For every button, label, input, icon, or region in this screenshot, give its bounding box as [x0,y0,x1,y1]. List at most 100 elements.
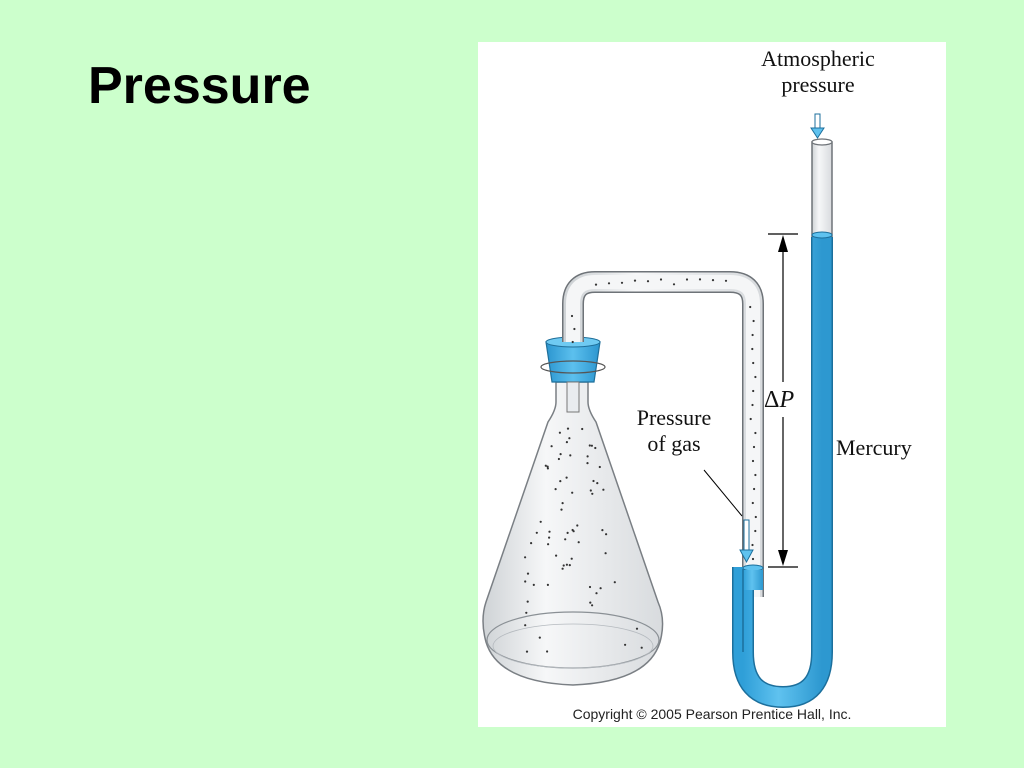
gas-dot [602,488,605,491]
gas-dot [586,455,589,458]
gas-dot [588,585,592,589]
gas-dot [613,581,616,584]
gas-dot [526,600,529,603]
gas-dot [581,427,584,431]
gas-dot [586,462,589,465]
flask-gas-dots [524,427,643,653]
gas-dot [607,282,611,285]
gas-dot [548,536,551,539]
gas-dot [592,479,595,483]
gas-dot [752,389,755,393]
gas-dot [672,283,676,286]
gas-dot [546,583,549,587]
gas-dot [530,542,533,545]
gas-dot [596,482,599,485]
gas-dot [564,538,567,541]
gas-dot [589,489,592,492]
gas-dot [525,650,529,653]
gas-dot [570,314,574,318]
gas-dot [532,583,535,587]
gas-dot [685,278,689,281]
gas-dot [754,515,757,519]
gas-dot [711,279,715,282]
gas-dot [571,491,574,494]
gas-dot [754,473,757,477]
slide-title: Pressure [88,57,311,115]
gas-dot [561,567,564,570]
gas-dot [659,278,663,281]
gas-dot [594,446,597,450]
delta-p-dimension [768,233,798,568]
gas-dot [565,476,568,479]
gas-dot [568,564,571,567]
gas-dot [524,556,527,559]
gas-dot [546,650,549,653]
gas-dot [538,636,541,639]
gas-dot [560,508,563,511]
gas-dot [724,279,728,282]
gas-dot [535,531,538,534]
gas-dot [524,580,527,583]
gas-dot [588,444,591,447]
gas-dot [559,480,562,483]
atmospheric-label-line2: pressure [781,72,854,97]
gas-dot [562,564,565,567]
gas-dot [576,524,579,527]
gas-dot [550,445,553,448]
gas-dot [565,441,568,444]
gas-dot [526,572,530,575]
gas-dot [546,467,549,470]
gas-dot [539,520,542,523]
gas-dot [525,611,528,614]
gas-dot [752,361,755,365]
gas-dot [751,347,754,351]
gas-dot [566,531,569,534]
gas-dot [569,454,572,457]
gas-dot [570,557,573,560]
gas-dot [554,488,557,491]
gas-dot [640,646,643,649]
gas-dot [751,333,754,337]
gas-dot [571,340,574,344]
gas-dot [754,431,757,435]
gas-dot [749,305,752,309]
delta-p-label: ΔP [764,387,794,413]
gas-dot [605,533,608,536]
gas-dot [561,502,564,505]
rubber-stopper [540,336,606,413]
gas-dot [754,375,757,379]
atmospheric-arrow-icon [810,113,825,139]
gas-dot [558,431,561,434]
gas-dot [698,278,702,281]
manometer-diagram: Atmospheric pressure Pressure of gas ΔP … [482,46,912,722]
pressure-gas-leader-line [703,469,743,517]
gas-dot [646,280,650,283]
pressure-gas-label: Pressure [637,405,712,430]
gas-dot [751,543,754,547]
gas-dot [751,501,754,505]
gas-dot [565,563,568,566]
gas-dot [635,627,639,630]
gas-dot [624,643,627,646]
gas-dot [577,541,580,544]
gas-dot [555,554,558,557]
gas-dot [633,279,637,282]
gas-dot [604,552,607,555]
connecting-tube [562,271,764,597]
gas-dot [590,444,593,447]
gas-dot [524,624,527,627]
gas-dot [573,327,576,331]
atmospheric-label: Atmospheric [761,46,875,71]
gas-dot [751,403,754,407]
pressure-gas-label-line2: of gas [647,431,700,456]
gas-dot [749,417,752,421]
u-tube [732,138,833,709]
gas-dot [601,529,604,532]
gas-dot [751,557,755,561]
manometer-figure: Atmospheric pressure Pressure of gas ΔP … [478,42,946,727]
gas-dot [754,529,757,533]
gas-pressure-arrow-icon [739,519,754,564]
copyright-text: Copyright © 2005 Pearson Prentice Hall, … [573,706,852,722]
erlenmeyer-flask [482,381,664,686]
gas-dot [589,601,592,604]
